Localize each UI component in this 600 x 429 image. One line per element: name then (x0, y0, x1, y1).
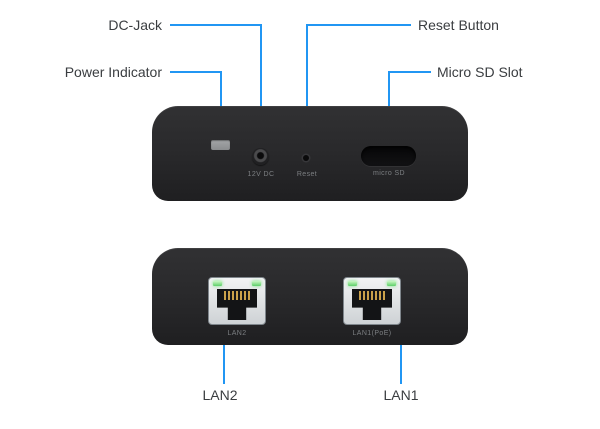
reset-button-callout-label: Reset Button (418, 17, 499, 33)
reset-port-label: Reset (296, 171, 318, 178)
lan2-callout-line (223, 312, 225, 384)
lan1-ethernet-port (343, 277, 401, 325)
reset-callout-line (306, 24, 308, 126)
lan2-port-label: LAN2 (227, 330, 247, 337)
rj45-opening (352, 289, 392, 320)
rj45-pins (224, 291, 250, 300)
lan1-callout-label: LAN1 (383, 387, 419, 403)
port-led-right (252, 281, 261, 286)
rj45-opening (217, 289, 257, 320)
lan1-callout-line (400, 309, 402, 384)
rj45-pins (359, 291, 385, 300)
reset-pinhole (303, 155, 309, 161)
micro-sd-slot-opening (361, 146, 416, 166)
power-led (211, 140, 230, 150)
port-led-left (213, 281, 222, 286)
device-lan-panel: LAN2 LAN1(PoE) (152, 248, 468, 345)
micro-sd-callout-line (390, 71, 431, 73)
reset-callout-line (307, 24, 411, 26)
micro-sd-callout-line (388, 71, 390, 127)
sd-port-label: micro SD (373, 170, 405, 177)
power-callout-line (170, 71, 221, 73)
dc-jack-callout-label: DC-Jack (108, 17, 162, 33)
lan1-port-label: LAN1(PoE) (352, 330, 392, 337)
lan2-ethernet-port (208, 277, 266, 325)
port-led-right (387, 281, 396, 286)
power-indicator-callout-label: Power Indicator (64, 64, 162, 80)
dc-port-label: 12V DC (247, 171, 275, 178)
power-callout-line (220, 71, 222, 129)
micro-sd-slot-callout-label: Micro SD Slot (437, 64, 523, 80)
dc-jack-callout-line (260, 24, 262, 126)
lan2-callout-label: LAN2 (202, 387, 238, 403)
port-led-left (348, 281, 357, 286)
dc-jack-socket (252, 148, 269, 165)
device-rear-panel: 12V DC Reset micro SD (152, 106, 468, 201)
dc-jack-callout-line (170, 24, 261, 26)
